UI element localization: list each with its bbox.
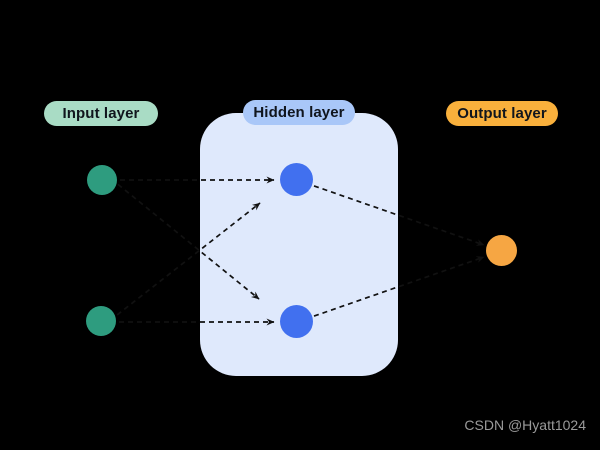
- hidden-layer-label-text: Hidden layer: [253, 104, 345, 121]
- output-layer-label: Output layer: [446, 101, 558, 126]
- output-layer-label-text: Output layer: [457, 105, 547, 122]
- connection-hidden1-output: [296, 179, 485, 246]
- hidden-node-2: [280, 305, 313, 338]
- input-node-2: [86, 306, 116, 336]
- input-node-1: [87, 165, 117, 195]
- connection-input1-hidden2: [103, 172, 260, 300]
- input-layer-label: Input layer: [44, 101, 158, 126]
- hidden-layer-label: Hidden layer: [243, 100, 355, 125]
- input-layer-label-text: Input layer: [62, 105, 140, 122]
- hidden-node-1: [280, 163, 313, 196]
- connection-hidden2-output: [296, 256, 485, 323]
- output-node-1: [486, 235, 517, 266]
- connection-input2-hidden1: [102, 202, 261, 327]
- watermark: CSDN @Hyatt1024: [464, 417, 586, 433]
